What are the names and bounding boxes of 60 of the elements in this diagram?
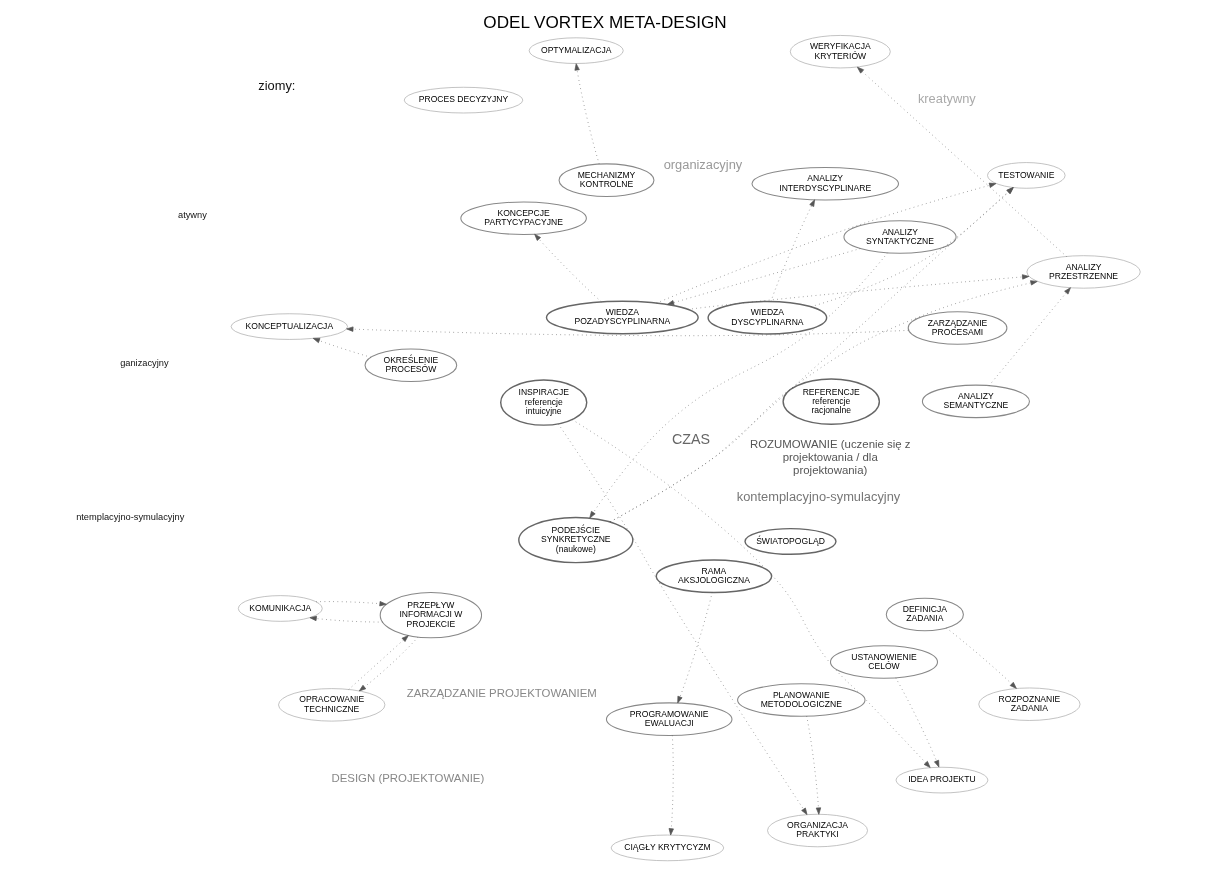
node-ellipse: USTANOWIENIE CELÓW [829,645,939,679]
arrow [589,252,888,519]
node-ellipse: WERYFIKACJA KRYTERIÓW [789,35,891,69]
arrow [571,419,931,768]
node-ellipse: PODEJŚCIE SYNKRETYCZNE (naukowe) [518,516,634,564]
arrow [348,635,409,690]
node-ellipse: ANALIZY INTERDYSCYPLINARE [751,167,900,201]
node-ellipse: DEFINICJA ZADANIA [885,597,964,632]
node-ellipse: KONCEPCJE PARTYCYPACYJNE [460,201,587,235]
node-ellipse: PROGRAMOWANIE EWALUACJI [605,702,733,736]
diagram-title: ODEL VORTEX META-DESIGN [483,11,727,32]
arrow [668,735,674,836]
label: ziomy: [258,77,296,93]
arrow [946,627,1017,689]
arrow [312,338,372,358]
node-ellipse: IDEA PROJEKTU [895,766,989,794]
arrow [315,601,387,607]
arrow [810,187,1014,308]
arrow [534,233,602,303]
node-ellipse: RAMA AKSJOLOGICZNA [655,559,773,594]
arrow [988,287,1071,386]
arrow [687,274,1030,310]
node-ellipse: ZARZĄDZANIE PROCESAMI [907,311,1008,345]
label: kontemplacyjno-symulacyjny [736,489,901,505]
label: ganizacyjny [120,358,169,369]
arrow [358,636,419,692]
node-ellipse: OPRACOWANIE TECHNICZNE [278,688,386,722]
node-ellipse: ORGANIZACJA PRAKTYKI [767,813,868,848]
node-ellipse: WIEDZA DYSCYPLINARNA [707,300,828,335]
node-ellipse: KONCEPTUALIZACJA [230,313,348,340]
arrow [770,199,815,302]
arrow [806,715,822,815]
arrow [346,326,909,337]
arrow [666,248,861,306]
node-ellipse: PROCES DECYZYJNY [403,86,524,114]
node-ellipse: PLANOWANIE METODOLOGICZNE [737,683,866,717]
label: CZAS [671,430,711,447]
label: kreatywny [917,91,976,107]
label: atywny [178,210,207,221]
arrow [609,280,1038,523]
label: organizacyjny [663,157,743,173]
arrow [557,423,808,815]
node-ellipse: CIĄGŁY KRYTYCYZM [610,834,725,862]
node-ellipse: MECHANIZMY KONTROLNE [558,163,655,197]
node-ellipse: ANALIZY SYNTAKTYCZNE [843,220,957,254]
arrow [656,182,997,304]
node-ellipse: INSPIRACJE referencje intuicyjne [500,379,588,426]
node-ellipse: OPTYMALIZACJA [528,37,624,64]
arrow [309,615,383,623]
arrow [574,63,600,165]
label: DESIGN (PROJEKTOWANIE) [331,772,485,785]
node-ellipse: OKREŚLENIE PROCESÓW [364,348,458,383]
node-ellipse: REFERENCJE referencje racjonalne [782,378,881,425]
arrow [895,677,940,768]
label: ZARZĄDZANIE PROJEKTOWANIEM [406,687,597,700]
node-ellipse: ROZPOZNANIE ZADANIA [978,687,1081,721]
label: ROZUMOWANIE (uczenie się z projektowania / dla projektowania) [749,438,911,476]
node-ellipse: ŚWIATOPOGLĄD [744,527,837,556]
node-ellipse: ANALIZY SEMANTYCZNE [921,384,1030,419]
label: ntemplacyjno-symulacyjny [76,511,185,522]
